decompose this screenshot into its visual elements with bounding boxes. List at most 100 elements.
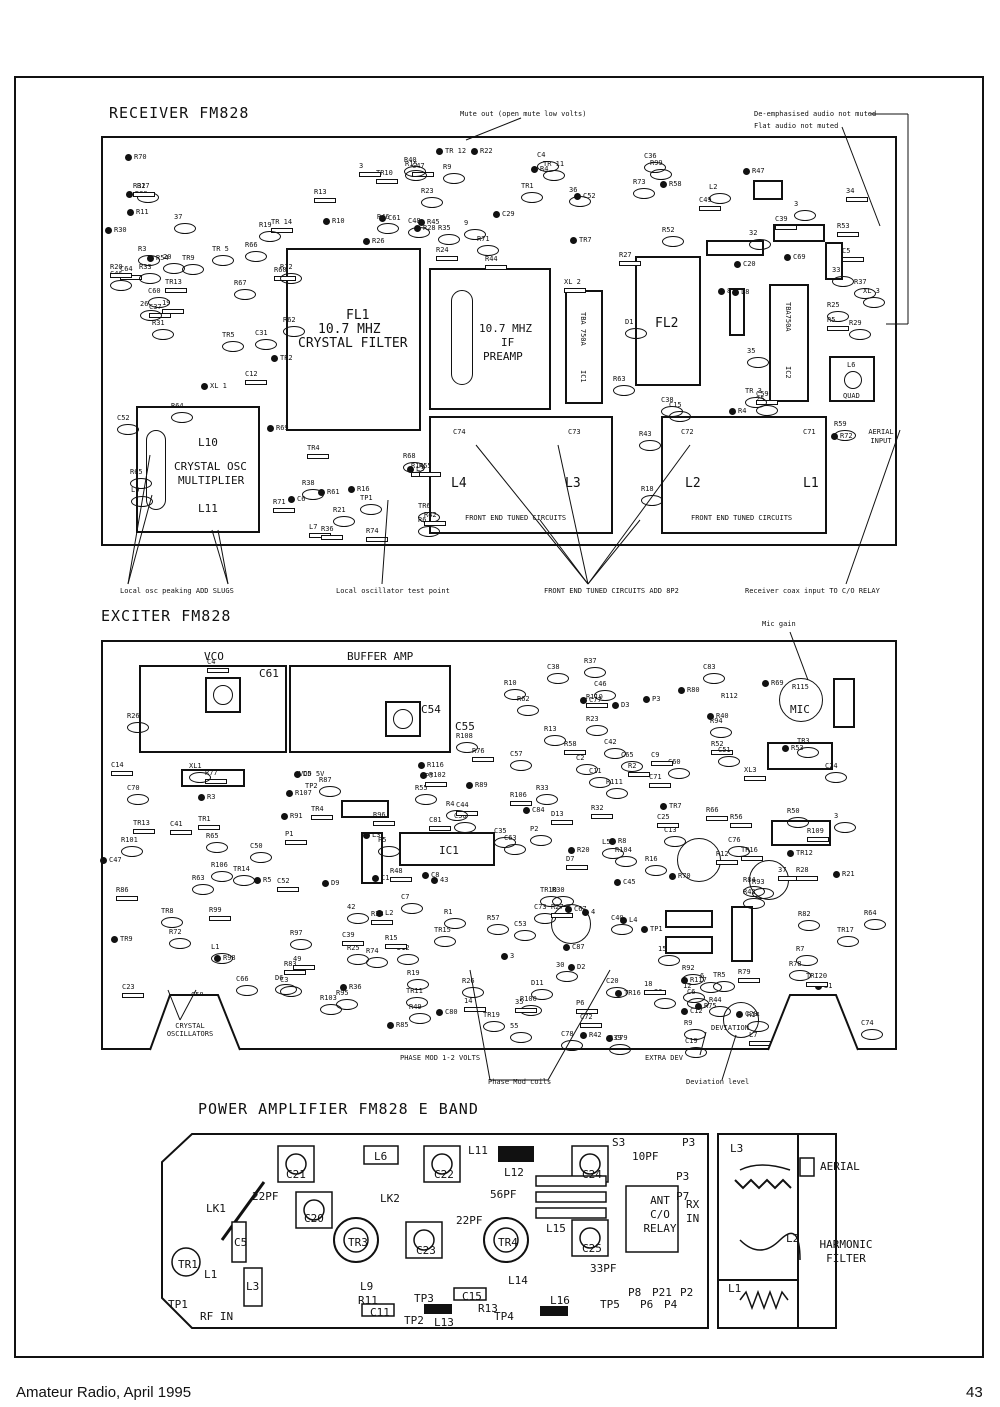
component-ref: XL3 (744, 766, 757, 774)
resistor-glyph (277, 887, 299, 892)
capacitor-glyph (275, 984, 297, 995)
capacitor-glyph (174, 223, 196, 234)
component-ref: R67 (234, 279, 247, 287)
component-ref: C76 (728, 836, 741, 844)
resistor-glyph (775, 225, 797, 230)
component-ref: 42 (347, 903, 356, 911)
flat-audio-annotation: Flat audio not muted (754, 122, 839, 130)
capacitor-glyph (483, 1021, 505, 1032)
component-ref: R100 (520, 995, 537, 1003)
capacitor-glyph (464, 229, 486, 240)
component-ref: R13 (314, 188, 327, 196)
resistor-glyph (271, 228, 293, 233)
component-ref: R42 (424, 511, 437, 519)
pad-dot (414, 225, 421, 232)
capacitor-glyph (336, 999, 358, 1010)
pad-dot (734, 261, 741, 268)
component-ref: R66 (245, 241, 258, 249)
pa-label-p21: P21 (652, 1286, 672, 1299)
capacitor-glyph (236, 985, 258, 996)
capacitor-glyph (664, 836, 686, 847)
resistor-glyph (419, 472, 441, 477)
capacitor-glyph (589, 777, 611, 788)
component-ref: R26 (462, 977, 475, 985)
component-ref: R2 (628, 762, 637, 770)
component-ref: C15 (669, 401, 682, 409)
pad-dot (387, 1022, 394, 1029)
component-ref: C25 (657, 813, 670, 821)
pa-label-tp4: TP4 (494, 1310, 514, 1323)
component-ref: R12 (280, 263, 293, 271)
resistor-glyph (122, 993, 144, 998)
component-ref: P3 (652, 695, 661, 703)
phase-mod-coils-annotation: Phase Mod coils (488, 1078, 552, 1086)
component-ref: R25 (827, 301, 840, 309)
capacitor-glyph (594, 690, 616, 701)
pad-dot (568, 964, 575, 971)
resistor-glyph (510, 801, 532, 806)
resistor-glyph (198, 825, 220, 830)
resistor-glyph (284, 970, 306, 975)
component-ref: R6 (418, 516, 427, 524)
component-ref: R36 (321, 525, 334, 533)
local-osc-test-point-annotation: Local oscillator test point (336, 587, 450, 595)
component-ref: C4 (537, 151, 546, 159)
resistor-glyph (373, 821, 395, 826)
component-ref: TR1 (198, 815, 211, 823)
component-ref: R32 (591, 804, 604, 812)
component-ref: R95 (336, 989, 349, 997)
component-ref: TR7 (579, 236, 592, 244)
pad-dot (570, 237, 577, 244)
pa-label-c5: C5 (234, 1236, 248, 1249)
capacitor-glyph (377, 223, 399, 234)
component-ref: R31 (152, 319, 165, 327)
component-ref: C84 (532, 806, 545, 814)
component-ref: R9 (684, 1019, 693, 1027)
coax-input-annotation: Receiver coax input TO C/O RELAY (745, 587, 880, 595)
pa-label-r11: R11 (358, 1294, 378, 1307)
osc-slug (146, 430, 166, 510)
capacitor-glyph (169, 938, 191, 949)
component-ref: C52 (583, 192, 596, 200)
de-emphasised-annotation: De-emphasised audio not muted (754, 110, 877, 118)
component-ref: R44 (709, 996, 722, 1004)
component-ref: C20 (743, 260, 756, 268)
component-ref: R96 (373, 811, 386, 819)
component-ref: R17 (137, 182, 150, 190)
component-ref: C40 (611, 914, 624, 922)
capacitor-glyph (713, 981, 735, 992)
component-ref: C6 (297, 495, 306, 503)
component-ref: R20 (577, 846, 590, 854)
pad-dot (363, 832, 370, 839)
component-ref: R72 (840, 432, 853, 440)
component-ref: 26 (140, 300, 149, 308)
pa-label-l3: L3 (246, 1280, 260, 1293)
capacitor-glyph (604, 748, 626, 759)
capacitor-glyph (747, 1021, 769, 1032)
component-ref: C83 (703, 663, 716, 671)
pad-dot (606, 1035, 613, 1042)
component-ref: C60 (148, 287, 161, 295)
resistor-glyph (699, 206, 721, 211)
vco-can: C61 (139, 665, 287, 753)
resistor-glyph (436, 256, 458, 261)
component-ref: C67 (574, 905, 587, 913)
component-ref: R25 (347, 944, 360, 952)
pad-dot (580, 1032, 587, 1039)
capacitor-glyph (347, 913, 369, 924)
capacitor-glyph (709, 1006, 731, 1017)
component-ref: R4 (446, 800, 455, 808)
component-ref: R56 (730, 813, 743, 821)
component-ref: C78 (561, 1030, 574, 1038)
component-ref: R26 (127, 712, 140, 720)
component-ref: R27 (551, 903, 564, 911)
front-end-add-annotation: FRONT END TUNED CIRCUITS ADD 8P2 (544, 587, 679, 595)
pad-dot (612, 702, 619, 709)
capacitor-glyph (861, 1029, 883, 1040)
component-ref: R70 (134, 153, 147, 161)
capacitor-glyph (854, 288, 876, 299)
component-ref: C31 (255, 329, 268, 337)
pad-dot (729, 408, 736, 415)
resistor-glyph (464, 1007, 486, 1012)
resistor-glyph (116, 896, 138, 901)
